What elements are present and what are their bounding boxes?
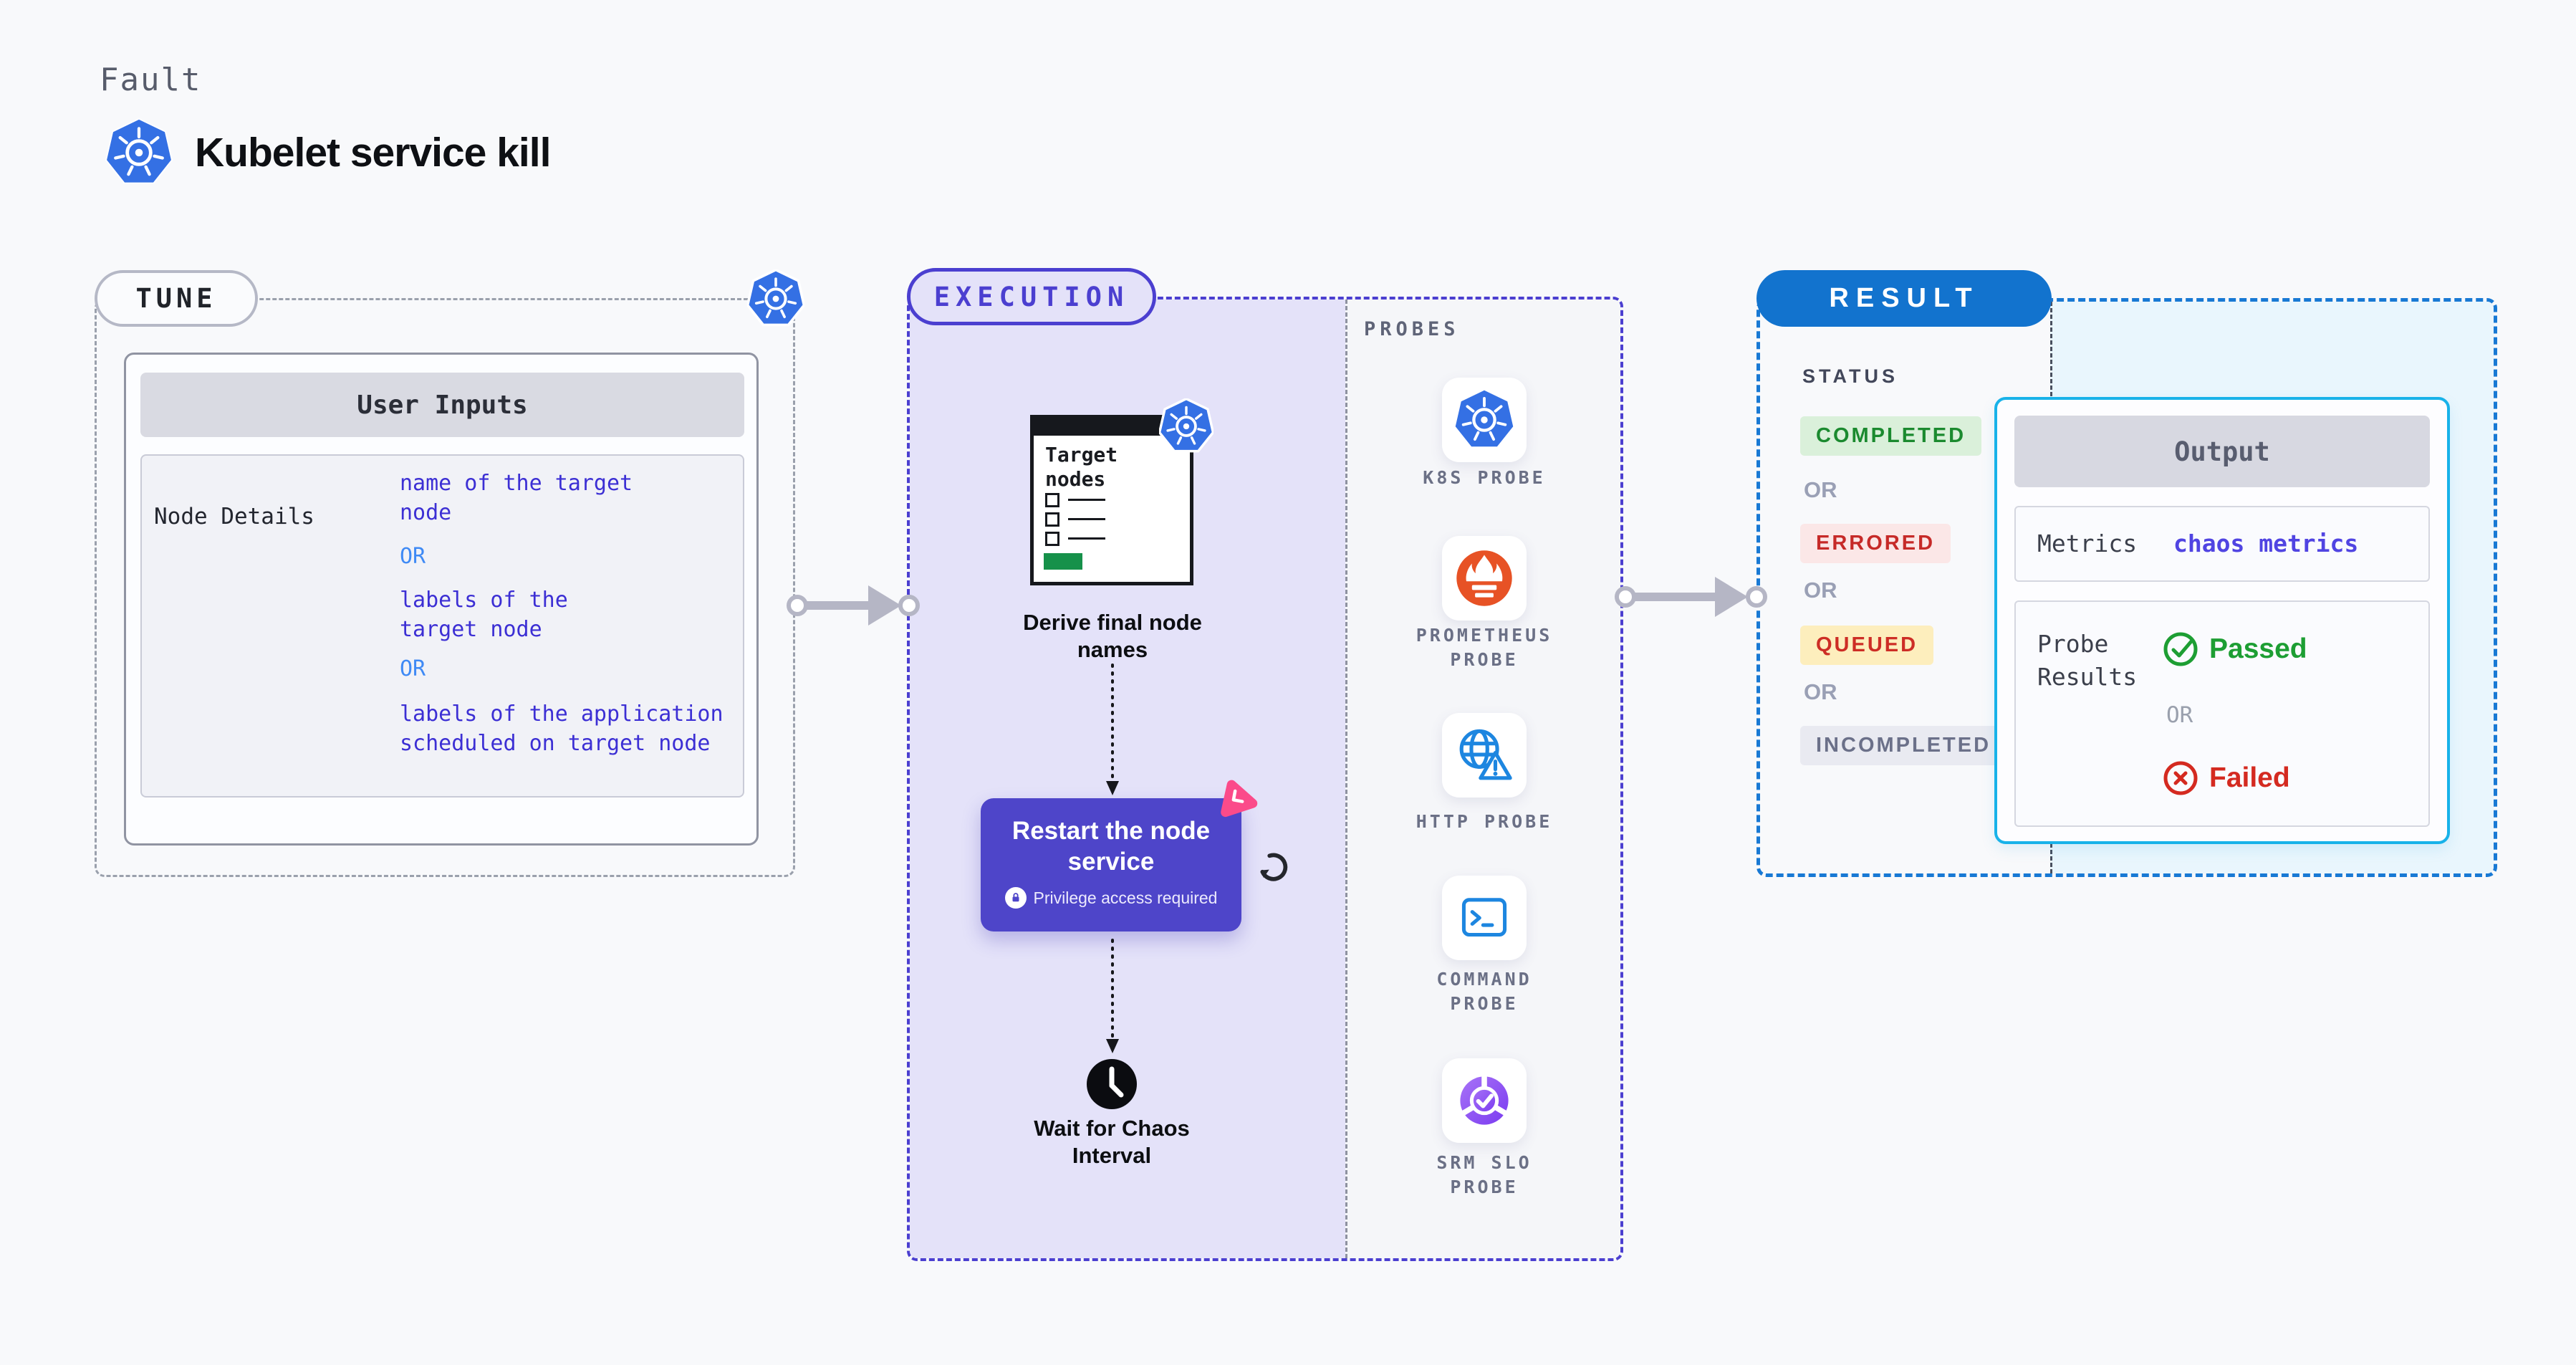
checkbox-icon	[1045, 512, 1059, 527]
clock-icon	[1087, 1059, 1137, 1109]
option-app-labels: labels of the application scheduled on t…	[400, 701, 724, 756]
or-separator: OR	[1804, 679, 1837, 704]
result-pill: RESULT	[1756, 270, 2052, 327]
tune-section-box	[95, 298, 795, 877]
http-probe-label: HTTP PROBE	[1416, 811, 1553, 832]
lock-icon	[1004, 887, 1027, 909]
tune-pill: TUNE	[95, 270, 258, 327]
status-badge-errored: ERRORED	[1800, 524, 1951, 563]
kubernetes-icon	[1455, 390, 1514, 447]
prometheus-probe-label: PROMETHEUS PROBE	[1416, 625, 1553, 670]
restart-node-service-card: Restart the node service Privilege acces…	[981, 798, 1241, 931]
page-title: Kubelet service kill	[195, 130, 551, 176]
node-details-label: Node Details	[154, 504, 314, 530]
slo-donut-check-icon	[1460, 1075, 1509, 1125]
or-separator: OR	[2166, 702, 2193, 728]
probes-label: PROBES	[1364, 318, 1460, 340]
option-node-labels: labels of the target node	[400, 588, 568, 642]
privilege-row: Privilege access required	[981, 887, 1241, 909]
or-separator: OR	[400, 544, 426, 569]
wait-chaos-interval-label: Wait for Chaos Interval	[1034, 1116, 1190, 1168]
execution-pill: EXECUTION	[907, 268, 1156, 325]
passed-label: Passed	[2209, 633, 2307, 664]
command-probe-tile	[1442, 876, 1527, 960]
target-card-title: Target nodes	[1045, 443, 1118, 491]
metrics-row	[2014, 506, 2430, 582]
user-inputs-body	[140, 454, 744, 798]
kubernetes-icon	[1159, 398, 1213, 453]
checkbox-icon	[1045, 532, 1059, 546]
http-probe-tile	[1442, 713, 1527, 798]
http-globe-icon	[1459, 729, 1512, 780]
target-nodes-card: Target nodes	[1030, 415, 1193, 585]
kubernetes-logo-icon	[105, 118, 173, 184]
status-badge-completed: COMPLETED	[1800, 416, 1982, 456]
probe-results-label: Probe Results	[2037, 630, 2138, 691]
option-node-name: name of the target node	[400, 471, 633, 525]
status-label: STATUS	[1802, 365, 1898, 387]
derive-node-names-label: Derive final node names	[1023, 610, 1202, 662]
restart-card-title: Restart the node service	[1011, 817, 1211, 876]
arrow-execution-to-result	[1615, 577, 1767, 617]
output-card-header: Output	[2014, 416, 2430, 487]
or-separator: OR	[1804, 578, 1837, 603]
failed-label: Failed	[2209, 762, 2290, 793]
prometheus-probe-tile	[1442, 536, 1527, 621]
status-badge-queued: QUEUED	[1800, 626, 1934, 665]
dotted-arrow-down	[1106, 664, 1119, 795]
probe-result-failed: Failed	[2162, 760, 2290, 797]
checkbox-line	[1068, 537, 1105, 540]
checkbox-line	[1068, 518, 1105, 520]
probe-result-passed: Passed	[2162, 631, 2307, 668]
checkbox-icon	[1045, 493, 1059, 507]
checkbox-line	[1068, 499, 1105, 501]
k8s-probe-label: K8S PROBE	[1423, 467, 1546, 488]
arrow-tune-to-execution	[787, 585, 920, 626]
probe-results-row	[2014, 600, 2430, 827]
loop-refresh-icon	[1260, 853, 1288, 881]
metrics-label: Metrics	[2037, 530, 2138, 557]
status-badge-incompleted: INCOMPLETED	[1800, 726, 2007, 765]
kubernetes-icon	[747, 269, 804, 327]
dotted-arrow-down	[1106, 939, 1119, 1053]
or-separator: OR	[1804, 477, 1837, 502]
or-separator: OR	[400, 656, 426, 681]
node-details-options: name of the target node OR labels of the…	[400, 469, 751, 758]
check-circle-icon	[2163, 632, 2198, 666]
user-inputs-header: User Inputs	[140, 373, 744, 437]
green-button-bar	[1044, 553, 1082, 570]
metrics-value: chaos metrics	[2173, 530, 2359, 557]
chaos-fault-badge-icon	[1221, 780, 1258, 818]
srm-slo-probe-tile	[1442, 1058, 1527, 1143]
srm-slo-probe-label: SRM SLO PROBE	[1436, 1152, 1532, 1197]
x-circle-icon	[2163, 761, 2198, 795]
terminal-icon	[1461, 898, 1507, 937]
fault-eyebrow: Fault	[100, 62, 202, 98]
privilege-label: Privilege access required	[1033, 888, 1218, 907]
k8s-probe-tile	[1442, 378, 1527, 462]
command-probe-label: COMMAND PROBE	[1436, 969, 1532, 1014]
prometheus-icon	[1456, 550, 1512, 606]
